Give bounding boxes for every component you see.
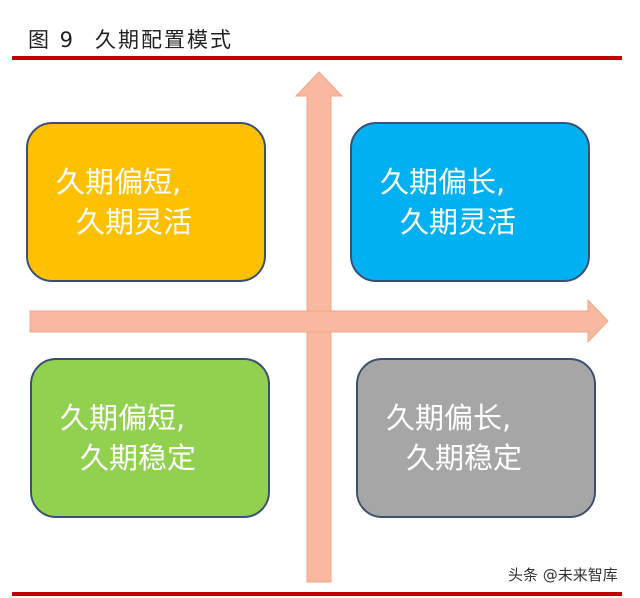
- quadrant-line2: 久期灵活: [400, 205, 517, 239]
- bottom-divider: [12, 592, 622, 596]
- quadrant-line2: 久期灵活: [76, 205, 193, 239]
- quadrant-top-right: 久期偏长, 久期灵活: [350, 122, 590, 282]
- watermark: 头条 @未来智库: [508, 566, 618, 584]
- quadrant-line1: 久期偏长,: [386, 401, 512, 435]
- figure-title: 图 9 久期配置模式: [28, 24, 233, 54]
- quadrant-line1: 久期偏短,: [56, 165, 182, 199]
- quadrant-top-left: 久期偏短, 久期灵活: [26, 122, 266, 282]
- quadrant-line2: 久期稳定: [406, 441, 523, 475]
- quadrant-line2: 久期稳定: [80, 441, 197, 475]
- title-text: 久期配置模式: [95, 28, 234, 52]
- horizontal-axis-arrow: [29, 298, 609, 344]
- quadrant-bottom-left: 久期偏短, 久期稳定: [30, 358, 270, 518]
- quadrant-bottom-right: 久期偏长, 久期稳定: [356, 358, 596, 518]
- quadrant-line1: 久期偏长,: [380, 165, 506, 199]
- figure-label: 图 9: [28, 28, 76, 52]
- quadrant-line1: 久期偏短,: [60, 401, 186, 435]
- top-divider: [12, 56, 622, 60]
